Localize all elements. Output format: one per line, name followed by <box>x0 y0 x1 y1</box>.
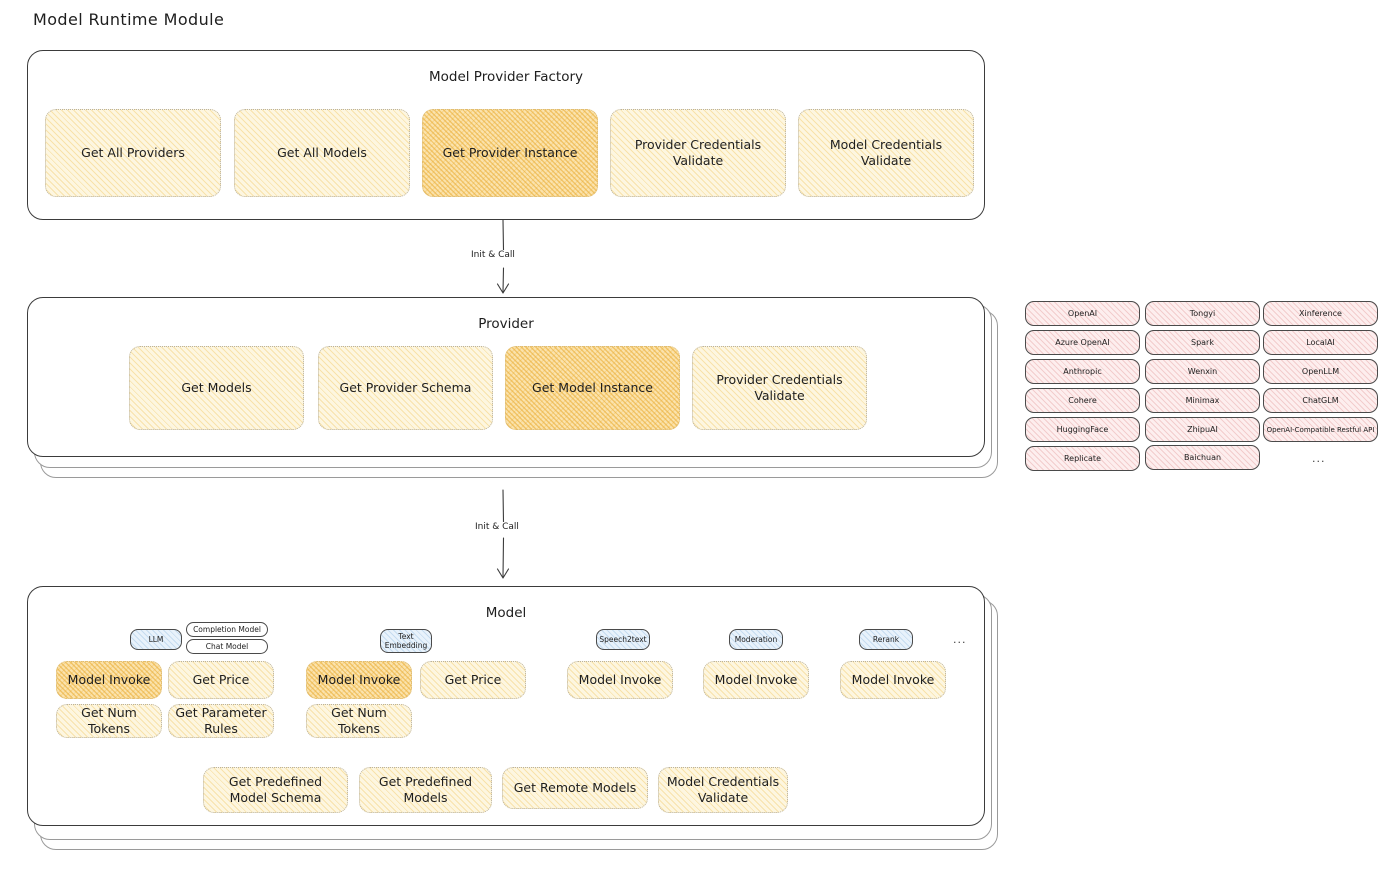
model-method-moderation-model-invoke[interactable]: Model Invoke <box>703 661 809 699</box>
provider-chip-openai[interactable]: OpenAI <box>1025 301 1140 326</box>
model-method-llm-get-num-tokens[interactable]: Get Num Tokens <box>56 704 162 738</box>
provider-chip-baichuan[interactable]: Baichuan <box>1145 445 1260 470</box>
provider-chip-replicate[interactable]: Replicate <box>1025 446 1140 471</box>
provider-chip-openai-compatible-restful-api[interactable]: OpenAI-Compatible Restful API <box>1263 417 1378 442</box>
factory-box-get-provider-instance[interactable]: Get Provider Instance <box>422 109 598 197</box>
model-subtag-chat-model[interactable]: Chat Model <box>186 639 268 654</box>
provider-chip-xinference[interactable]: Xinference <box>1263 301 1378 326</box>
provider-chip-minimax[interactable]: Minimax <box>1145 388 1260 413</box>
factory-box-get-all-providers[interactable]: Get All Providers <box>45 109 221 197</box>
provider-chip-wenxin[interactable]: Wenxin <box>1145 359 1260 384</box>
model-type-tag-text-embedding[interactable]: Text Embedding <box>380 629 432 653</box>
provider-chip-cohere[interactable]: Cohere <box>1025 388 1140 413</box>
arrow-label-init-and-call-1: Init & Call <box>468 250 518 260</box>
provider-chip-localai[interactable]: LocalAI <box>1263 330 1378 355</box>
provider-chip-openllm[interactable]: OpenLLM <box>1263 359 1378 384</box>
provider-chip-huggingface[interactable]: HuggingFace <box>1025 417 1140 442</box>
model-method-text-embedding-get-price[interactable]: Get Price <box>420 661 526 699</box>
model-method-text-embedding-get-num-tokens[interactable]: Get Num Tokens <box>306 704 412 738</box>
model-common-get-predefined-model-schema[interactable]: Get Predefined Model Schema <box>203 767 348 813</box>
model-method-speech2text-model-invoke[interactable]: Model Invoke <box>567 661 673 699</box>
provider-chip-anthropic[interactable]: Anthropic <box>1025 359 1140 384</box>
arrow-label-init-and-call-2: Init & Call <box>472 522 522 532</box>
model-method-llm-get-parameter-rules[interactable]: Get Parameter Rules <box>168 704 274 738</box>
arrow-factory-to-provider: Init & Call <box>468 219 540 300</box>
arrow-shaft-2 <box>496 489 510 579</box>
provider-chip-azure-openai[interactable]: Azure OpenAI <box>1025 330 1140 355</box>
factory-box-model-credentials-validate[interactable]: Model Credentials Validate <box>798 109 974 197</box>
provider-list-ellipsis: ... <box>1312 452 1326 465</box>
provider-box-get-model-instance[interactable]: Get Model Instance <box>505 346 680 430</box>
model-subtag-completion-model[interactable]: Completion Model <box>186 622 268 637</box>
model-card: Model LLM Completion Model Chat Model Mo… <box>27 586 985 826</box>
provider-card: Provider Get Models Get Provider Schema … <box>27 297 985 457</box>
model-common-get-predefined-models[interactable]: Get Predefined Models <box>359 767 492 813</box>
factory-box-provider-credentials-validate[interactable]: Provider Credentials Validate <box>610 109 786 197</box>
model-title: Model <box>485 605 527 621</box>
arrow-provider-to-model: Init & Call <box>472 489 540 585</box>
model-method-text-embedding-model-invoke[interactable]: Model Invoke <box>306 661 412 699</box>
model-provider-factory-title: Model Provider Factory <box>428 69 583 85</box>
model-type-tag-speech2text[interactable]: Speech2text <box>596 629 650 650</box>
model-method-llm-model-invoke[interactable]: Model Invoke <box>56 661 162 699</box>
provider-chip-spark[interactable]: Spark <box>1145 330 1260 355</box>
factory-box-get-all-models[interactable]: Get All Models <box>234 109 410 197</box>
provider-title: Provider <box>478 316 534 332</box>
model-method-rerank-model-invoke[interactable]: Model Invoke <box>840 661 946 699</box>
provider-box-get-models[interactable]: Get Models <box>129 346 304 430</box>
page-title: Model Runtime Module <box>33 10 225 29</box>
provider-chip-zhipuai[interactable]: ZhipuAI <box>1145 417 1260 442</box>
model-type-tag-moderation[interactable]: Moderation <box>729 629 783 650</box>
model-type-tag-llm[interactable]: LLM <box>130 629 182 650</box>
model-type-tag-rerank[interactable]: Rerank <box>859 629 913 650</box>
provider-chip-chatglm[interactable]: ChatGLM <box>1263 388 1378 413</box>
model-common-get-remote-models[interactable]: Get Remote Models <box>502 767 648 809</box>
arrow-shaft-1 <box>496 219 510 294</box>
model-provider-factory-card: Model Provider Factory Get All Providers… <box>27 50 985 220</box>
model-common-model-credentials-validate[interactable]: Model Credentials Validate <box>658 767 788 813</box>
provider-chip-tongyi[interactable]: Tongyi <box>1145 301 1260 326</box>
model-method-llm-get-price[interactable]: Get Price <box>168 661 274 699</box>
provider-box-provider-credentials-validate[interactable]: Provider Credentials Validate <box>692 346 867 430</box>
provider-box-get-provider-schema[interactable]: Get Provider Schema <box>318 346 493 430</box>
model-types-ellipsis: ... <box>953 633 967 646</box>
